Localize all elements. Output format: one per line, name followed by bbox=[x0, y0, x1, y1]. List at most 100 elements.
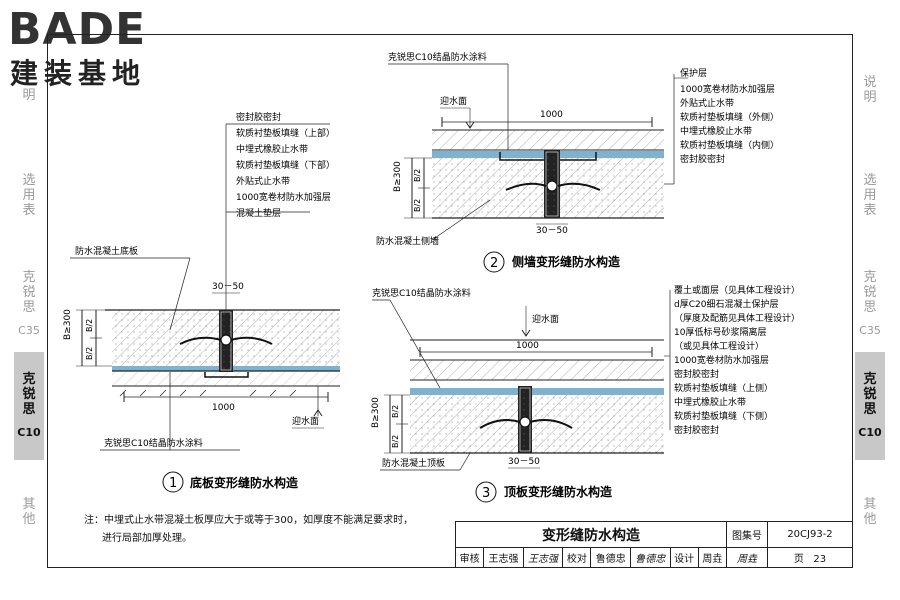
title-block: 变形缝防水构造 图集号 20CJ93-2 审核 王志强 王志强 校对 鲁德忠 鲁… bbox=[454, 521, 853, 568]
drawing-note: 注：中埋式止水带混凝土板厚应大于或等于300，如厚度不能满足要求时， 进行局部加… bbox=[84, 512, 413, 548]
right-tab-c10-label: 克锐思 bbox=[863, 372, 877, 417]
d2-dim-b2-bottom: B/2 bbox=[413, 199, 422, 212]
d3-layer-6: 密封胶密封 bbox=[674, 368, 719, 380]
d3-layer-0: 覆土或面层（见具体工程设计） bbox=[674, 284, 800, 296]
d3-dim-b2-bottom: B/2 bbox=[391, 435, 400, 448]
designer-signature: 周垚 bbox=[726, 547, 768, 568]
note-line-2: 进行局部加厚处理。 bbox=[102, 533, 192, 544]
d2-number: 2 bbox=[490, 256, 498, 271]
d3-gap: 30－50 bbox=[508, 457, 540, 467]
d2-coating-label: 克锐思C10结晶防水涂料 bbox=[388, 51, 487, 63]
d1-number-circle bbox=[162, 471, 184, 493]
d1-title: 底板变形缝防水构造 bbox=[190, 475, 299, 490]
right-tab-c10-code: C10 bbox=[858, 426, 882, 439]
d2-gap: 30－50 bbox=[536, 226, 568, 236]
diagram-1-base-slab: B≥300 B/2 B/2 1000 30－50 密封胶密封 软质衬垫板填缝（上… bbox=[63, 111, 340, 493]
right-tab-c35-code: C35 bbox=[859, 324, 881, 337]
page-label: 页 bbox=[793, 554, 804, 565]
d3-number: 3 bbox=[482, 486, 490, 501]
d3-width: 1000 bbox=[516, 341, 539, 351]
d1-cushion bbox=[112, 372, 340, 386]
right-tab-c10[interactable]: 克锐思 C10 bbox=[855, 352, 885, 460]
d3-layer-9: 软质衬垫板填缝（下侧） bbox=[674, 410, 773, 422]
logo-wordmark: BADE bbox=[8, 4, 147, 55]
diagram-2-side-wall: B≥300 B/2 B/2 1000 30－50 克锐思C10结晶防水涂料 迎水… bbox=[376, 51, 779, 273]
logo-subtitle: 建装基地 bbox=[10, 57, 147, 90]
page-number: 23 bbox=[813, 554, 827, 565]
d3-water-label: 迎水面 bbox=[532, 313, 559, 325]
d3-layer-2: （厚度及配筋见具体工程设计） bbox=[674, 312, 800, 324]
diagram-3-roof-slab: B≥300 B/2 B/2 1000 30－50 克锐思C10结晶防水涂料 迎水… bbox=[371, 284, 800, 503]
d1-water-label: 迎水面 bbox=[292, 415, 319, 427]
designer-name: 周垚 bbox=[697, 547, 728, 568]
left-tab-other[interactable]: 其他 bbox=[14, 482, 44, 542]
d1-dim-b2-bottom: B/2 bbox=[85, 347, 94, 360]
d2-dim-b: B≥300 bbox=[393, 161, 403, 192]
d3-coating-label: 克锐思C10结晶防水涂料 bbox=[372, 287, 471, 299]
d1-base-label: 防水混凝土底板 bbox=[75, 245, 138, 257]
d1-number: 1 bbox=[169, 476, 177, 491]
left-tab-c35-code: C35 bbox=[18, 324, 40, 337]
d2-dim-b2-top: B/2 bbox=[413, 169, 422, 182]
left-tab-c10-label: 克锐思 bbox=[22, 372, 36, 417]
d1-gap: 30－50 bbox=[212, 282, 244, 292]
d3-layer-3: 10厚低标号砂浆隔离层 bbox=[674, 326, 766, 338]
d1-coating-label: 克锐思C10结晶防水涂料 bbox=[104, 437, 203, 449]
right-tab-other[interactable]: 其他 bbox=[855, 482, 885, 542]
right-tab-selection-table[interactable]: 选用表 bbox=[855, 160, 885, 230]
page-number-cell: 页 23 bbox=[767, 547, 853, 568]
d1-layer-2: 中埋式橡胶止水带 bbox=[236, 143, 308, 155]
reviewer-signature: 王志强 bbox=[522, 547, 564, 568]
design-label: 设计 bbox=[669, 547, 699, 568]
left-tab-c10[interactable]: 克锐思 C10 bbox=[14, 352, 44, 460]
left-tab-strip: 明 选用表 克锐思 C35 克锐思 C10 其他 bbox=[14, 34, 46, 568]
right-tab-c35[interactable]: 克锐思 C35 bbox=[855, 264, 885, 344]
d1-layer-6: 混凝土垫层 bbox=[236, 207, 281, 219]
checker-name: 鲁德忠 bbox=[590, 547, 631, 568]
title-block-title: 变形缝防水构造 bbox=[455, 521, 727, 548]
left-tab-description[interactable]: 明 bbox=[14, 80, 44, 110]
d3-title: 顶板变形缝防水构造 bbox=[504, 484, 613, 499]
d2-number-circle bbox=[483, 251, 505, 273]
d3-layer-8: 中埋式橡胶止水带 bbox=[674, 396, 746, 408]
d2-title: 侧墙变形缝防水构造 bbox=[512, 254, 621, 269]
d1-layer-5: 1000宽卷材防水加强层 bbox=[236, 191, 331, 203]
right-tab-other-label: 其他 bbox=[863, 497, 877, 527]
atlas-no-label: 图集号 bbox=[726, 521, 768, 548]
right-tab-selection-label: 选用表 bbox=[863, 172, 877, 218]
left-tab-c10-code: C10 bbox=[17, 426, 41, 439]
d3-roof-label: 防水混凝土顶板 bbox=[382, 457, 445, 469]
right-tab-strip: 说明 选用表 克锐思 C35 克锐思 C10 其他 bbox=[855, 34, 887, 568]
review-label: 审核 bbox=[454, 547, 485, 568]
d3-dim-b2-top: B/2 bbox=[391, 405, 400, 418]
d3-membrane bbox=[410, 388, 664, 395]
right-tab-c35-label: 克锐思 bbox=[863, 270, 877, 315]
d2-protection bbox=[432, 130, 664, 150]
d1-layer-1: 软质衬垫板填缝（上部） bbox=[236, 127, 335, 139]
d1-layer-0: 密封胶密封 bbox=[236, 111, 281, 123]
drawing-frame bbox=[47, 34, 853, 568]
left-tab-selection-label: 选用表 bbox=[22, 172, 36, 218]
d3-dim-b: B≥300 bbox=[371, 397, 381, 428]
d2-layer-6: 密封胶密封 bbox=[680, 153, 725, 165]
d3-number-circle bbox=[475, 481, 497, 503]
d1-layer-3: 软质衬垫板填缝（下部） bbox=[236, 159, 335, 171]
left-tab-c35-label: 克锐思 bbox=[22, 270, 36, 315]
d2-wall-label: 防水混凝土侧墙 bbox=[376, 235, 439, 247]
check-label: 校对 bbox=[562, 547, 592, 568]
d2-water-label: 迎水面 bbox=[440, 95, 467, 107]
left-tab-selection-table[interactable]: 选用表 bbox=[14, 160, 44, 230]
d1-dim-b2-top: B/2 bbox=[85, 319, 94, 332]
right-tab-description[interactable]: 说明 bbox=[855, 60, 885, 120]
d2-layer-1: 1000宽卷材防水加强层 bbox=[680, 83, 775, 95]
d2-layer-3: 软质衬垫板填缝（外侧） bbox=[680, 111, 779, 123]
atlas-no: 20CJ93-2 bbox=[767, 521, 853, 548]
note-line-1: 注：中埋式止水带混凝土板厚应大于或等于300，如厚度不能满足要求时， bbox=[84, 515, 414, 526]
left-tab-c35[interactable]: 克锐思 C35 bbox=[14, 264, 44, 344]
left-tab-description-label: 明 bbox=[22, 87, 36, 103]
d2-layer-0: 保护层 bbox=[680, 67, 707, 79]
d2-layer-2: 外贴式止水带 bbox=[680, 97, 734, 109]
d1-layer-4: 外贴式止水带 bbox=[236, 175, 290, 187]
d1-dim-b: B≥300 bbox=[63, 309, 73, 340]
